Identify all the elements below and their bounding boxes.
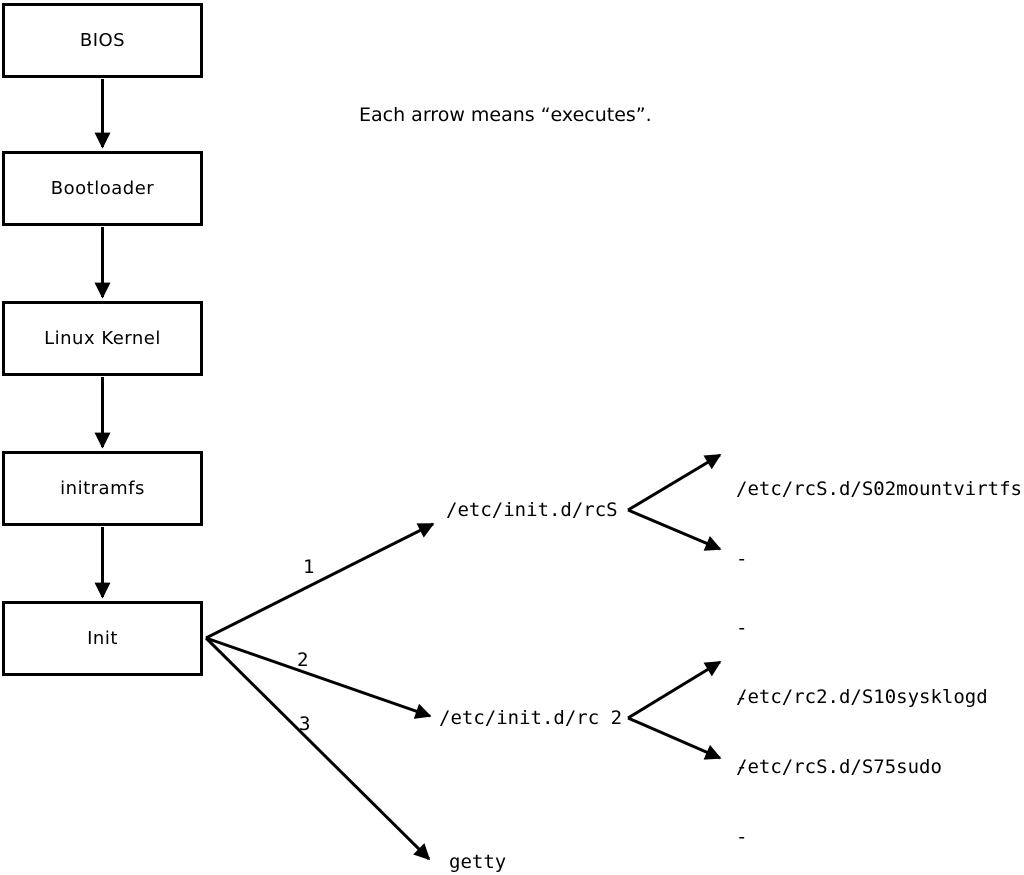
label-etc-init-d-rcS: /etc/init.d/rcS: [446, 499, 618, 521]
rcS-script-list: /etc/rcS.d/S02mountvirtfs - - - /etc/rcS…: [736, 433, 1022, 825]
rcS-script-item: /etc/rcS.d/S75sudo: [736, 756, 942, 778]
label-getty: getty: [449, 851, 507, 873]
rc2-script-ellipsis: -: [736, 826, 748, 848]
branch-number-1: 1: [303, 556, 315, 578]
node-linux-kernel: Linux Kernel: [2, 301, 203, 376]
rc2-script-ellipsis: -: [736, 756, 748, 778]
node-bios-label: BIOS: [79, 30, 126, 51]
rcS-script-ellipsis: -: [736, 686, 748, 709]
rc2-script-list: /etc/rc2.d/S10sysklogd - - - /etc/rc2.d/…: [736, 640, 988, 875]
arrow-rc2-to-S10sysklogd: [627, 660, 722, 720]
rcS-script-ellipsis: -: [736, 547, 748, 570]
node-init: Init: [2, 601, 203, 676]
node-initramfs-label: initramfs: [60, 478, 145, 499]
node-linux-kernel-label: Linux Kernel: [44, 328, 161, 349]
arrow-rcS-to-S75sudo: [627, 508, 722, 551]
arrow-init-to-rcS: [205, 522, 435, 640]
arrow-init-to-rc2: [205, 636, 432, 719]
branch-number-3: 3: [299, 713, 311, 735]
rcS-script-ellipsis: -: [736, 617, 748, 639]
branch-number-2: 2: [297, 649, 309, 671]
legend-note: Each arrow means “executes”.: [359, 104, 652, 126]
rc2-script-item: /etc/rc2.d/S10sysklogd: [736, 686, 988, 708]
node-bios: BIOS: [2, 3, 203, 78]
arrow-rc2-to-S99gdm: [627, 716, 722, 760]
arrow-init-to-getty: [204, 636, 431, 861]
node-initramfs: initramfs: [2, 451, 203, 526]
rcS-script-item: /etc/rcS.d/S02mountvirtfs: [736, 478, 1022, 500]
arrow-rcS-to-S02mountvirtfs: [627, 453, 722, 512]
node-bootloader-label: Bootloader: [50, 178, 155, 199]
label-etc-init-d-rc2: /etc/init.d/rc 2: [439, 707, 623, 729]
node-bootloader: Bootloader: [2, 151, 203, 226]
node-init-label: Init: [87, 628, 118, 649]
